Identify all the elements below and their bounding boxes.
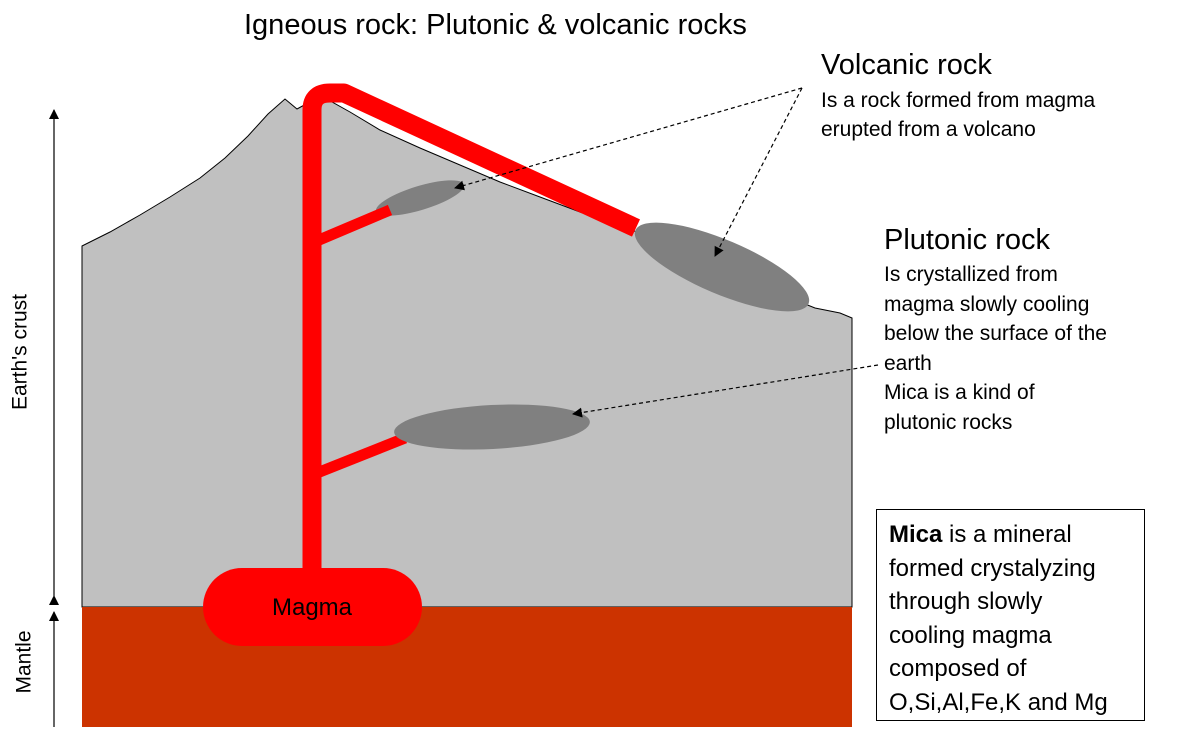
plutonic-rock-heading: Plutonic rock	[884, 224, 1051, 256]
mantle-label: Mantle	[12, 630, 36, 694]
magma-label: Magma	[271, 594, 353, 621]
mica-box-line: through slowly	[889, 588, 1043, 615]
plutonic-rock-description-line: below the surface of the	[884, 322, 1107, 345]
mantle-region	[82, 607, 852, 727]
volcanic-rock-body-small	[375, 180, 465, 216]
plutonic-rock-body	[394, 404, 590, 450]
mica-bold-word: Mica	[889, 521, 943, 548]
magma-branch-upper	[309, 204, 393, 249]
mica-box-line: Mica is a mineral	[889, 518, 1132, 552]
mica-box-line: formed crystalyzing	[889, 554, 1096, 582]
earth-crust-label: Earth's crust	[8, 293, 32, 411]
plutonic-rock-description-line: plutonic rocks	[884, 411, 1013, 434]
mica-box-line: composed of	[889, 655, 1027, 682]
magma-branch-lower	[309, 432, 408, 481]
volcanic-rock-description-line: Is a rock formed from magma	[821, 89, 1096, 112]
diagram-title: Igneous rock: Plutonic & volcanic rocks	[244, 9, 747, 41]
mica-first-line-text: is a mineral	[942, 521, 1072, 548]
mica-box-line: cooling magma	[889, 621, 1052, 649]
magma-chamber	[203, 568, 422, 646]
plutonic-rock-description-line: Mica is a kind of	[884, 381, 1035, 404]
volcanic-pointer-arrow-2	[714, 87, 803, 257]
mica-box-line: O,Si,Al,Fe,K and Mg	[889, 688, 1108, 716]
plutonic-rock-description-line: Is crystallized from	[884, 263, 1058, 286]
mica-info-box: Mica is a mineral formed crystalyzing th…	[876, 509, 1145, 721]
plutonic-rock-description-line: magma slowly cooling	[884, 293, 1090, 316]
plutonic-rock-description-line: earth	[884, 352, 932, 375]
magma-conduit-main	[302, 83, 640, 580]
earth-crust-region	[81, 97, 853, 608]
volcanic-rock-body-large	[634, 222, 810, 312]
volcanic-rock-description-line: erupted from a volcano	[821, 118, 1036, 141]
volcanic-rock-heading: Volcanic rock	[821, 49, 992, 81]
plutonic-pointer-arrow	[572, 364, 879, 418]
